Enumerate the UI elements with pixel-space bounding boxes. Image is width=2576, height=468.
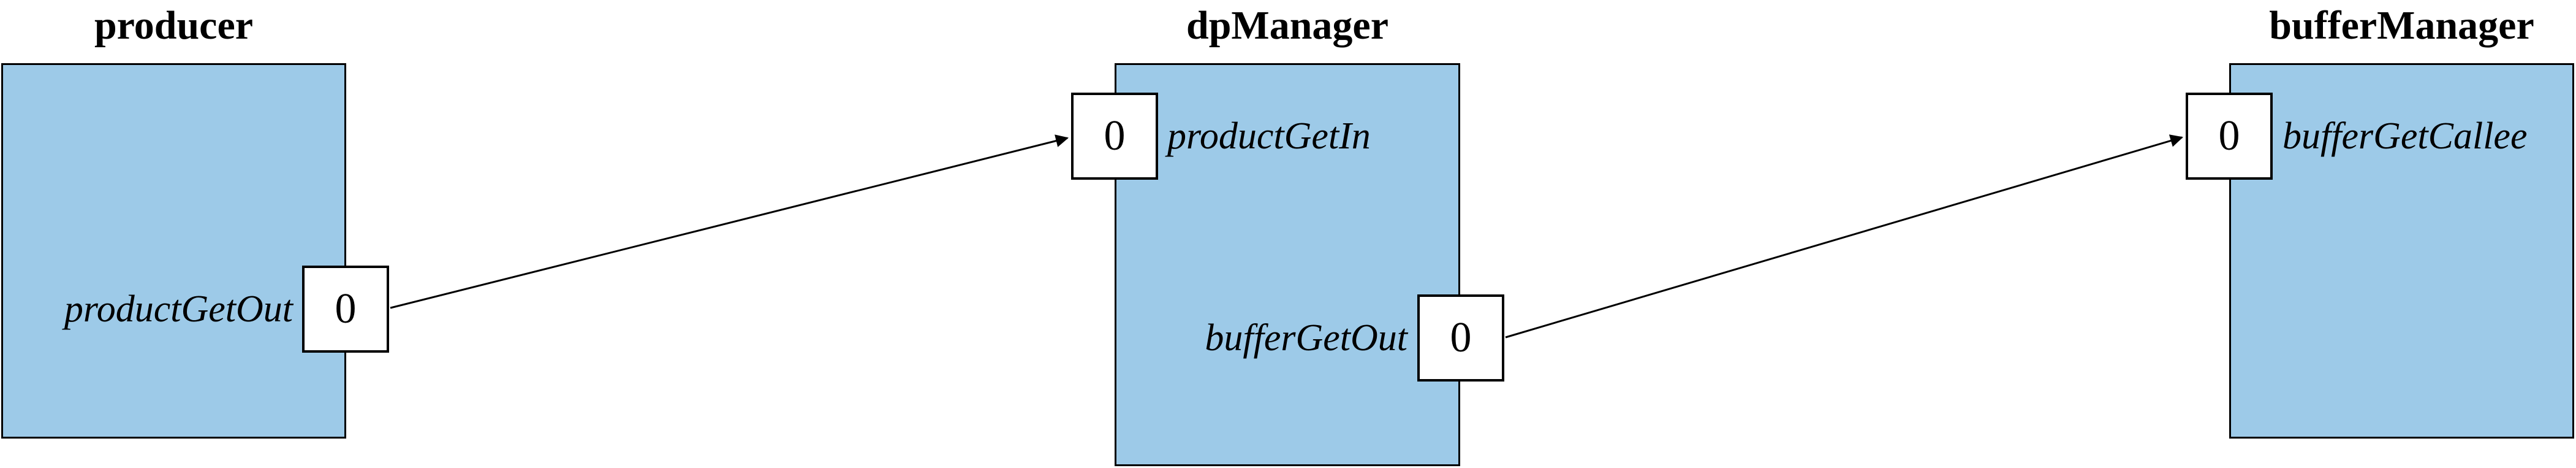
arrow-producer-to-dpmanager [390, 134, 1069, 309]
port-label-productgetout: productGetOut [64, 288, 293, 330]
module-title-producer: producer [94, 3, 254, 48]
module-box-buffermanager [2229, 63, 2574, 439]
module-title-buffermanager: bufferManager [2269, 3, 2534, 48]
port-productgetin: 0 [1071, 93, 1158, 180]
port-buffergetcallee: 0 [2186, 93, 2273, 180]
port-buffergetout-value: 0 [1450, 314, 1472, 361]
port-label-buffergetcallee: bufferGetCallee [2282, 115, 2528, 157]
port-label-productgetin: productGetIn [1167, 115, 1371, 157]
module-title-dpmanager: dpManager [1186, 3, 1388, 48]
module-box-producer [1, 63, 346, 439]
port-productgetin-value: 0 [1104, 112, 1126, 159]
port-buffergetout: 0 [1417, 294, 1504, 382]
port-label-buffergetout: bufferGetOut [1205, 316, 1407, 359]
module-box-dpmanager [1115, 63, 1460, 466]
port-productgetout: 0 [302, 266, 389, 353]
port-buffergetcallee-value: 0 [2218, 112, 2240, 159]
arrow-dpmanager-to-buffermanager [1505, 134, 2184, 339]
port-productgetout-value: 0 [335, 285, 357, 332]
